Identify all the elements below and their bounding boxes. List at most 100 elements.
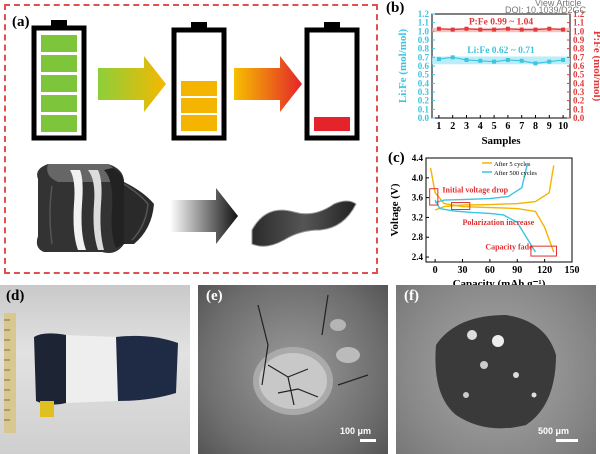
panel-a-frame bbox=[4, 4, 378, 274]
series-point bbox=[533, 27, 538, 32]
legend-label: After 5 cycles bbox=[494, 161, 531, 168]
chart-c-xtick-label: 90 bbox=[512, 265, 522, 276]
series-point bbox=[436, 57, 441, 62]
chart-c-ytick-label: 2.8 bbox=[412, 232, 424, 242]
series-point bbox=[478, 58, 483, 63]
chart-b-xtick-label: 2 bbox=[450, 121, 455, 132]
panel-f-label: (f) bbox=[404, 288, 419, 304]
chart-b-ytick-label-left: 1.1 bbox=[418, 18, 430, 28]
chart-b-xtick-label: 6 bbox=[505, 121, 510, 132]
chart-b-ytick-label-left: 0.3 bbox=[418, 87, 430, 97]
series-point bbox=[561, 27, 566, 32]
legend-label: After 500 cycles bbox=[494, 170, 537, 177]
panel-c-label: (c) bbox=[388, 150, 405, 166]
chart-b-ytick-label-left: 0.6 bbox=[418, 61, 430, 71]
chart-c-xtick-label: 150 bbox=[565, 265, 580, 276]
panel-d-label: (d) bbox=[6, 288, 25, 304]
chart-b-ylabel-right: P:Fe (mol/mol) bbox=[591, 31, 600, 102]
chart-b-ytick-label-right: 0.0 bbox=[573, 113, 585, 123]
chart-b-ytick-label-left: 0.9 bbox=[418, 35, 430, 45]
arrow-black-icon bbox=[170, 188, 238, 244]
photo-f-sem-image bbox=[396, 285, 596, 454]
box-polarization bbox=[451, 202, 471, 211]
series-point bbox=[505, 57, 510, 62]
chart-b-xtick-label: 1 bbox=[436, 121, 441, 132]
series-point bbox=[464, 26, 469, 31]
chart-c-ytick-label: 4.0 bbox=[412, 173, 424, 183]
chart-b-ytick-label-right: 0.8 bbox=[573, 44, 585, 54]
series-point bbox=[450, 27, 455, 32]
series-point bbox=[464, 57, 469, 62]
scalebar-f-bar bbox=[556, 439, 578, 442]
chart-b-xtick-label: 10 bbox=[558, 121, 568, 132]
chart-b-ytick-label-right: 0.7 bbox=[573, 52, 585, 62]
chart-c-xtick-label: 0 bbox=[433, 265, 438, 276]
series-line-1 bbox=[438, 56, 564, 65]
photo-e-sem-image bbox=[198, 285, 388, 454]
chart-b-ytick-label-right: 0.6 bbox=[573, 61, 585, 71]
box-initial-drop bbox=[429, 188, 439, 206]
annotation-polarization: Polarization increase bbox=[463, 218, 535, 227]
chart-b-annotation-life: Li:Fe 0.62 ~ 0.71 bbox=[467, 46, 535, 56]
series-line-0 bbox=[438, 28, 564, 31]
photo-d-cathode-sheet bbox=[0, 285, 190, 454]
series-point bbox=[519, 58, 524, 63]
chart-b-ytick-label-left: 0.0 bbox=[418, 113, 430, 123]
scalebar-e-bar bbox=[360, 439, 376, 442]
chart-c-ytick-label: 3.6 bbox=[412, 193, 424, 203]
chart-b-xtick-label: 3 bbox=[464, 121, 469, 132]
chart-b-ylabel-left: Li:Fe (mol/mol) bbox=[397, 29, 409, 104]
chart-b-ytick-label-right: 0.2 bbox=[573, 96, 585, 106]
scalebar-e-label: 100 μm bbox=[340, 426, 372, 436]
chart-b-xlabel: Samples bbox=[481, 135, 521, 147]
electrode-roll-icon bbox=[36, 164, 154, 253]
doi-text: DOI: 10.1039/D2GC bbox=[505, 5, 587, 15]
chart-b-ytick-label-left: 0.2 bbox=[418, 96, 430, 106]
annotation-capacity-fade: Capacity fade bbox=[485, 243, 533, 252]
chart-b-ytick-label-left: 0.7 bbox=[418, 52, 430, 62]
chart-b-ytick-label-right: 0.1 bbox=[573, 104, 585, 114]
view-article-link[interactable]: View Article bbox=[535, 0, 582, 8]
series-point bbox=[478, 27, 483, 32]
chart-b-ytick-label-left: 0.4 bbox=[418, 78, 430, 88]
pfe-range-band bbox=[432, 27, 570, 33]
chart-b-ytick-label-right: 0.4 bbox=[573, 78, 585, 88]
chart-b-annotation-pfe: P:Fe 0.99 ~ 1.04 bbox=[469, 17, 534, 27]
panel-e-label: (e) bbox=[206, 288, 223, 304]
chart-b-xtick-label: 7 bbox=[519, 121, 524, 132]
chart-b-ytick-label-left: 0.1 bbox=[418, 104, 430, 114]
box-capacity-fade bbox=[530, 245, 557, 257]
arrow-green-yellow-icon bbox=[98, 56, 166, 112]
curve-discharge bbox=[434, 199, 537, 253]
chart-c-frame bbox=[425, 157, 573, 263]
chart-b-ytick-label-left: 0.5 bbox=[418, 70, 430, 80]
battery-half-icon bbox=[171, 22, 227, 141]
chart-b-ytick-label-left: 0.8 bbox=[418, 44, 430, 54]
chart-b-ytick-label-right: 1.0 bbox=[573, 26, 585, 36]
chart-b-ytick-label-right: 1.1 bbox=[573, 18, 585, 28]
chart-c-ytick-label: 2.4 bbox=[412, 252, 424, 262]
arrow-yellow-red-icon bbox=[234, 56, 302, 112]
series-point bbox=[547, 26, 552, 31]
chart-b-xtick-label: 8 bbox=[533, 121, 538, 132]
chart-b-xtick-label: 5 bbox=[492, 121, 497, 132]
chart-c-xtick-label: 60 bbox=[485, 265, 495, 276]
chart-b-ytick-label-right: 1.2 bbox=[573, 9, 585, 19]
chart-b-ytick-label-right: 0.3 bbox=[573, 87, 585, 97]
panel-a-label: (a) bbox=[12, 14, 30, 30]
series-point bbox=[505, 26, 510, 31]
series-point bbox=[450, 55, 455, 60]
chart-b-ytick-label-right: 0.9 bbox=[573, 35, 585, 45]
chart-b-xtick-label: 9 bbox=[547, 121, 552, 132]
series-point bbox=[547, 59, 552, 64]
chart-b-ytick-label-left: 1.2 bbox=[418, 9, 430, 19]
chart-c-ylabel: Voltage (V) bbox=[389, 183, 401, 236]
series-point bbox=[436, 26, 441, 31]
chart-b-xtick-label: 4 bbox=[478, 121, 483, 132]
series-point bbox=[561, 57, 566, 62]
chart-b-ytick-label-right: 0.5 bbox=[573, 70, 585, 80]
scalebar-f-label: 500 μm bbox=[538, 426, 570, 436]
chart-c-ytick-label: 3.2 bbox=[412, 212, 424, 222]
